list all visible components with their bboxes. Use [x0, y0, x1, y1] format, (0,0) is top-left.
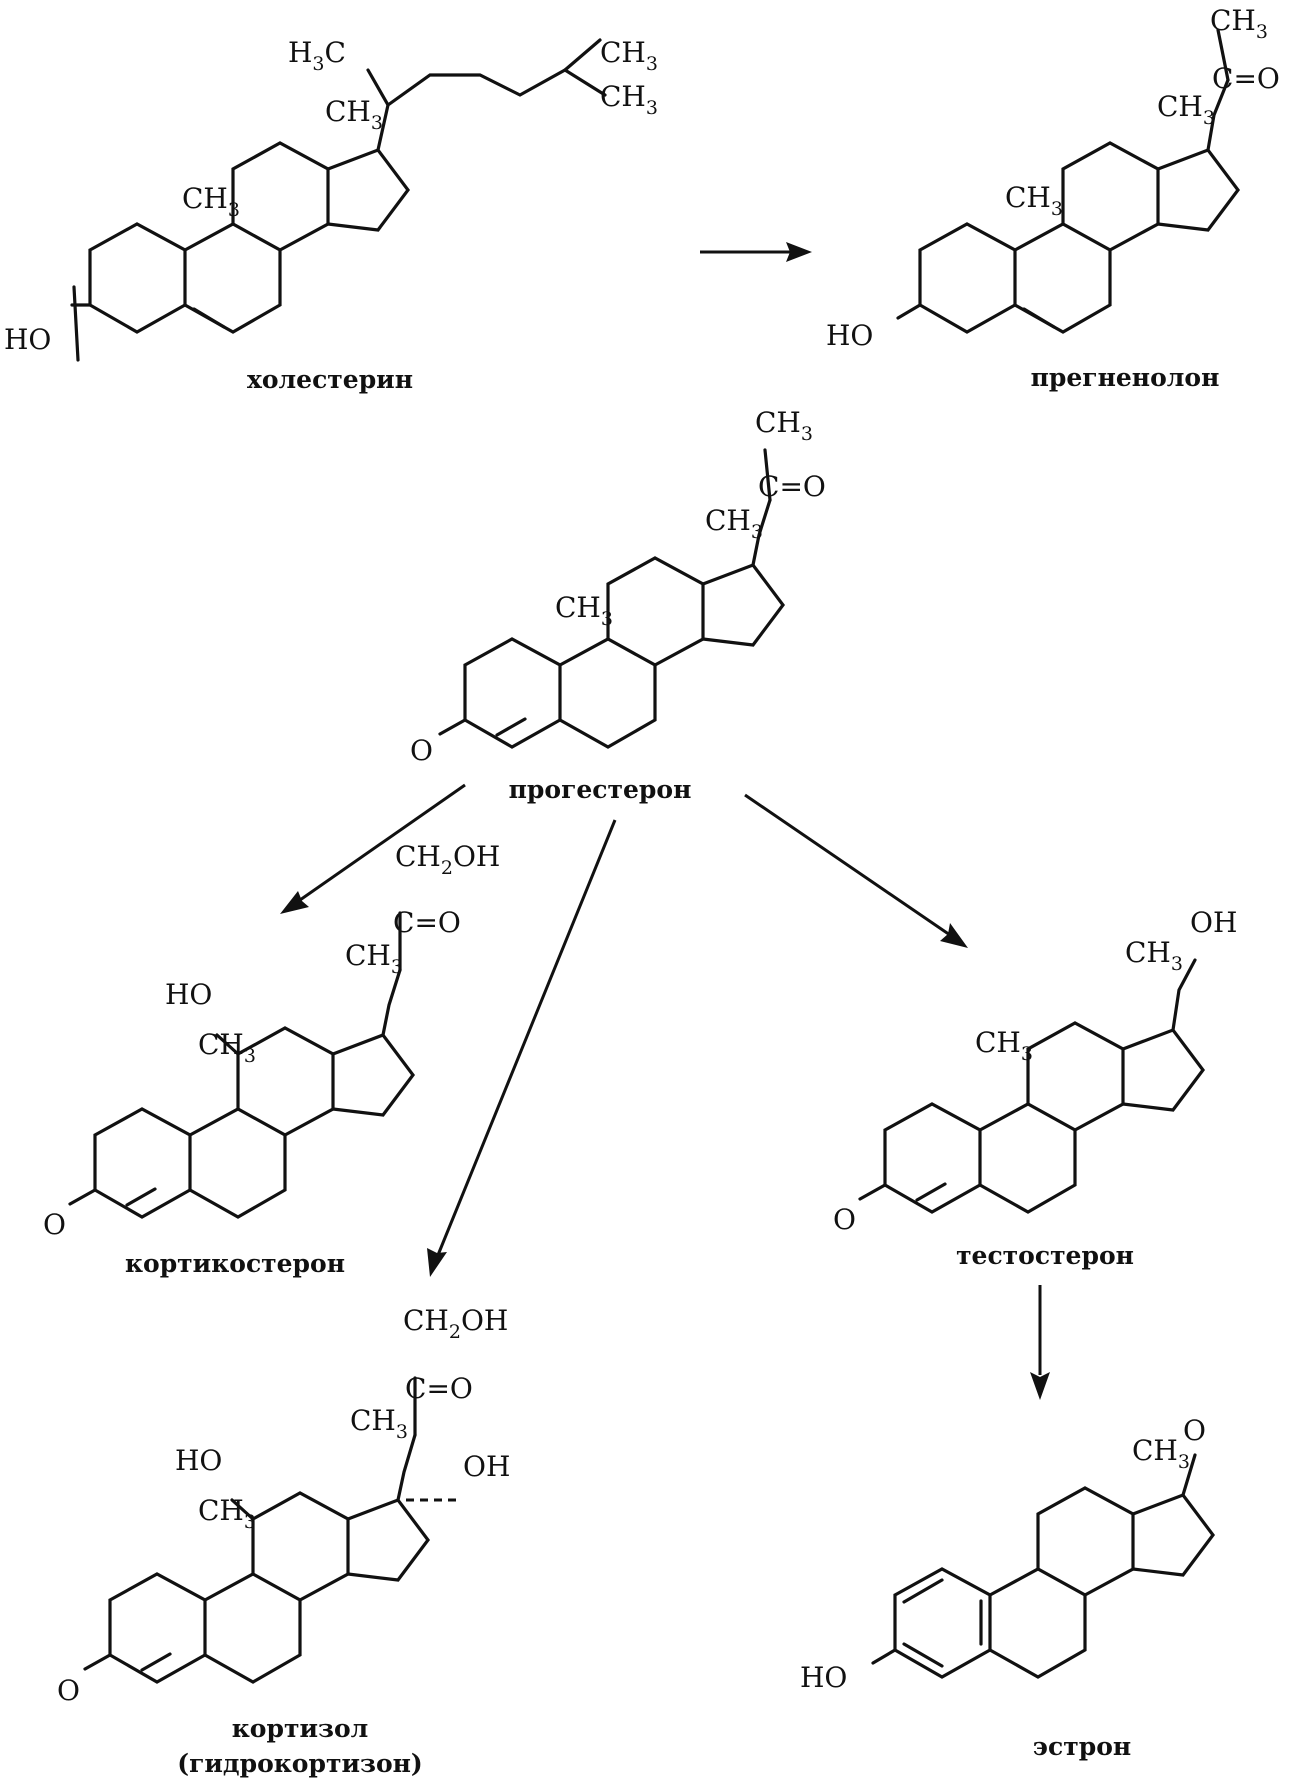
arrow-progesterone-to-testosterone	[744, 793, 968, 948]
corticosterone-c18-methyl: CH3	[345, 939, 403, 978]
cholesterol-hydroxyl: HO	[4, 323, 51, 356]
cholesterol-c18-methyl: CH3	[325, 95, 383, 134]
cortisol-c11-hydroxyl: HO	[175, 1444, 222, 1477]
estrone-structure	[871, 1453, 1215, 1679]
pregnenolone-c20-carbonyl: C=O	[1212, 62, 1280, 95]
cholesterol-c19-methyl: CH3	[182, 182, 240, 221]
progesterone-label: прогестерон	[509, 775, 692, 804]
arrow-progesterone-to-corticosterone	[280, 783, 466, 914]
pregnenolone-hydroxyl: HO	[826, 319, 873, 352]
testosterone-c18-methyl: CH3	[1125, 936, 1183, 975]
cholesterol-structure	[70, 38, 607, 362]
arrow-progesterone-to-cortisol	[427, 819, 617, 1277]
cortisol-c18-methyl: CH3	[350, 1404, 408, 1443]
cholesterol-terminal-methyl-1: CH3	[600, 36, 658, 75]
cortisol-c17-hydroxyl: OH	[463, 1450, 510, 1483]
corticosterone-c19-methyl: CH3	[198, 1028, 256, 1067]
progesterone-c18-methyl: CH3	[705, 504, 763, 543]
pregnenolone-c19-methyl: CH3	[1005, 181, 1063, 220]
cortisol-structure	[83, 1376, 460, 1684]
estrone-c3-hydroxyl: HO	[800, 1661, 847, 1694]
pregnenolone-c18-methyl: CH3	[1157, 90, 1215, 129]
cortisol-alt-label: (гидрокортизон)	[177, 1749, 423, 1778]
testosterone-structure	[858, 958, 1205, 1214]
progesterone-structure	[438, 448, 785, 749]
cortisol-label: кортизол	[232, 1714, 369, 1743]
cholesterol-c21-methyl: H3C	[288, 36, 346, 75]
estrone-c18-methyl: CH3	[1132, 1434, 1190, 1473]
pregnenolone-c21-methyl: CH3	[1210, 4, 1268, 43]
corticosterone-c21-hydroxymethyl: CH2OH	[395, 840, 500, 879]
cortisol-c21-hydroxymethyl: CH2OH	[403, 1304, 508, 1343]
corticosterone-label: кортикостерон	[125, 1249, 345, 1278]
testosterone-c17-hydroxyl: OH	[1190, 906, 1237, 939]
progesterone-c21-methyl: CH3	[755, 406, 813, 445]
corticosterone-c11-hydroxyl: HO	[165, 978, 212, 1011]
testosterone-label: тестостерон	[956, 1241, 1134, 1270]
estrone-c17-oxo: O	[1183, 1414, 1206, 1447]
cortisol-c3-oxo: O	[57, 1674, 80, 1707]
pregnenolone-label: прегненолон	[1031, 363, 1220, 392]
cholesterol-label: холестерин	[247, 365, 413, 394]
progesterone-c3-oxo: O	[410, 734, 433, 767]
pregnenolone-structure	[896, 28, 1240, 334]
corticosterone-c3-oxo: O	[43, 1208, 66, 1241]
arrow-cholesterol-to-pregnenolone	[700, 242, 812, 262]
corticosterone-structure	[68, 911, 415, 1219]
cholesterol-terminal-methyl-2: CH3	[600, 80, 658, 119]
progesterone-c20-carbonyl: C=O	[758, 470, 826, 503]
cortisol-c20-carbonyl: C=O	[405, 1372, 473, 1405]
cortisol-c19-methyl: CH3	[198, 1494, 256, 1533]
testosterone-c19-methyl: CH3	[975, 1026, 1033, 1065]
corticosterone-c20-carbonyl: C=O	[393, 906, 461, 939]
testosterone-c3-oxo: O	[833, 1203, 856, 1236]
estrone-label: эстрон	[1033, 1732, 1131, 1761]
arrow-testosterone-to-estrone	[1030, 1285, 1050, 1400]
progesterone-c19-methyl: CH3	[555, 591, 613, 630]
